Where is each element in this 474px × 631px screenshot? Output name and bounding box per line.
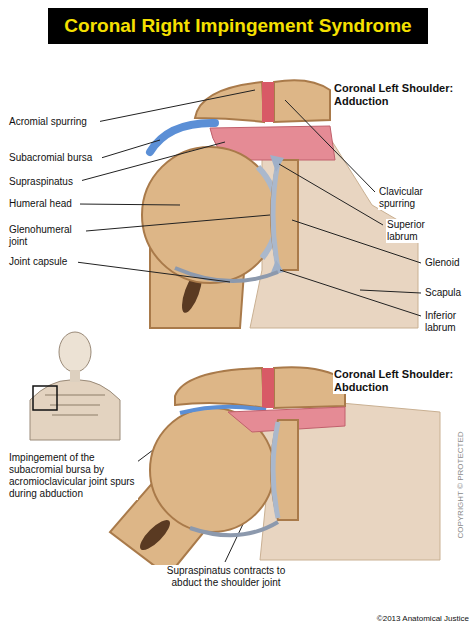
skull bbox=[59, 332, 91, 372]
superior-labrum bbox=[270, 155, 284, 172]
humeral-head bbox=[142, 147, 278, 283]
part-label: Glenoid bbox=[424, 257, 472, 269]
abduction-view bbox=[110, 367, 440, 576]
glenoid-bone bbox=[271, 420, 298, 520]
copyright-note: ©2013 Anatomical Justice bbox=[360, 614, 470, 624]
clavicle bbox=[274, 80, 330, 122]
glenoid-cartilage bbox=[273, 162, 278, 268]
part-label: Subacromial bursa bbox=[8, 152, 102, 164]
leader-line bbox=[97, 90, 255, 122]
joint-capsule bbox=[190, 522, 278, 535]
glenoid-cartilage bbox=[273, 422, 278, 518]
leader-line bbox=[285, 100, 375, 192]
part-label: Scapula bbox=[424, 287, 472, 299]
view-heading: Coronal Left Shoulder: Adduction bbox=[333, 82, 460, 108]
note-label: Supraspinatus contracts to abduct the sh… bbox=[150, 565, 302, 589]
part-label: Joint capsule bbox=[8, 256, 78, 268]
acromion bbox=[195, 82, 264, 122]
leader-line bbox=[280, 270, 421, 316]
leader-line bbox=[76, 262, 230, 282]
leader-line bbox=[78, 204, 180, 205]
locator-box bbox=[33, 386, 57, 410]
joint-capsule bbox=[175, 268, 278, 281]
part-label: Clavicular spurring bbox=[378, 186, 438, 210]
part-label: Inferior labrum bbox=[424, 310, 472, 334]
ribs bbox=[45, 395, 105, 415]
ac-joint bbox=[262, 368, 274, 408]
leader-line bbox=[279, 164, 383, 225]
title-bar: Coronal Right Impingement Syndrome bbox=[48, 8, 428, 44]
body-thumbnail bbox=[30, 332, 120, 440]
leader-line bbox=[86, 215, 270, 231]
acromion bbox=[175, 368, 264, 408]
part-label: Superior labrum bbox=[386, 219, 438, 243]
part-label: Supraspinatus bbox=[8, 176, 82, 188]
glenoid-bone bbox=[271, 160, 298, 270]
leader-line bbox=[360, 290, 421, 293]
neck bbox=[70, 370, 80, 382]
part-label: Acromial spurring bbox=[8, 116, 100, 128]
torso bbox=[30, 380, 120, 440]
part-label: Glenohumeral joint bbox=[8, 224, 86, 248]
ac-joint bbox=[262, 82, 274, 122]
leader-line bbox=[101, 140, 160, 158]
watermark: COPYRIGHT © PROTECTED bbox=[456, 419, 466, 551]
view-heading: Coronal Left Shoulder: Abduction bbox=[333, 368, 460, 394]
part-label: Humeral head bbox=[8, 198, 80, 210]
note-label: Impingement of the subacromial bursa by … bbox=[8, 452, 138, 500]
marrow-cavity bbox=[136, 516, 174, 554]
scapula bbox=[260, 402, 440, 560]
